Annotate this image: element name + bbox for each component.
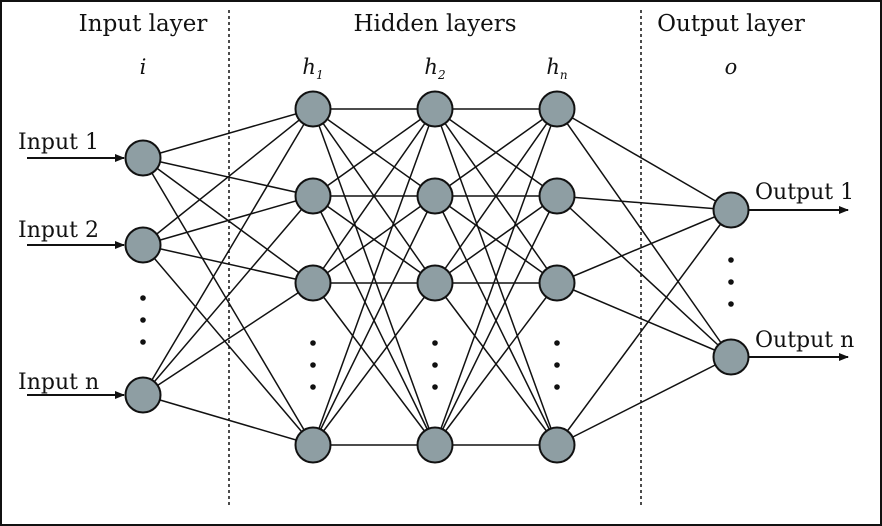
- hidden-layers-title: Hidden layers: [353, 11, 516, 37]
- output-1-label: Output 1: [755, 180, 854, 205]
- edge-hidden-2-4-to-hidden-n-1: [434, 108, 558, 446]
- output-node-1: [712, 191, 750, 229]
- hidden-n-node-2: [538, 177, 576, 215]
- edge-hidden-n-4-to-output-1: [556, 209, 732, 446]
- edge-hidden-2-4-to-hidden-n-3: [434, 282, 558, 446]
- input-node-3: [124, 376, 162, 414]
- hidden-n-node-1: [538, 90, 576, 128]
- input-node-2: [124, 226, 162, 264]
- hidden-1-ellipsis: [310, 340, 316, 390]
- edge-input-3-to-hidden-1-1: [142, 108, 314, 396]
- output-ellipsis: [728, 257, 734, 307]
- network-nodes: [124, 90, 750, 464]
- edge-hidden-n-1-to-output-2: [556, 108, 732, 358]
- edge-hidden-n-1-to-output-1: [556, 108, 732, 211]
- edge-input-2-to-hidden-1-2: [142, 195, 314, 246]
- hidden-2-node-2: [416, 177, 454, 215]
- edge-input-3-to-hidden-1-4: [142, 394, 314, 446]
- edge-hidden-1-2-to-hidden-2-1: [312, 108, 436, 197]
- edge-hidden-1-4-to-hidden-2-3: [312, 282, 436, 446]
- input-1-label: Input 1: [18, 130, 99, 155]
- input-layer-symbol: i: [140, 55, 147, 79]
- hidden-n-node-3: [538, 264, 576, 302]
- output-node-2: [712, 338, 750, 376]
- edge-input-2-to-hidden-1-1: [142, 108, 314, 246]
- output-layer-symbol: o: [725, 55, 738, 79]
- input-layer-title: Input layer: [79, 11, 208, 37]
- connection-edges: [142, 108, 732, 446]
- input-2-label: Input 2: [18, 218, 99, 243]
- edge-hidden-2-3-to-hidden-n-2: [434, 195, 558, 284]
- edge-hidden-1-3-to-hidden-2-2: [312, 195, 436, 284]
- edge-hidden-n-3-to-output-2: [556, 282, 732, 358]
- edge-hidden-n-2-to-output-2: [556, 195, 732, 358]
- hidden-1-node-4: [294, 426, 332, 464]
- input-ellipsis: [140, 295, 146, 345]
- edge-hidden-1-4-to-hidden-2-2: [312, 195, 436, 446]
- hidden-1-node-1: [294, 90, 332, 128]
- input-node-1: [124, 139, 162, 177]
- hidden-1-node-2: [294, 177, 332, 215]
- output-layer-title: Output layer: [657, 11, 805, 37]
- hidden-layer-2-symbol: h2: [424, 55, 445, 82]
- edge-input-3-to-hidden-1-2: [142, 195, 314, 396]
- hidden-1-node-3: [294, 264, 332, 302]
- edge-hidden-n-4-to-output-2: [556, 356, 732, 446]
- hidden-layer-n-symbol: hn: [546, 55, 567, 82]
- hidden-2-node-4: [416, 426, 454, 464]
- output-n-label: Output n: [755, 328, 854, 353]
- hidden-n-node-4: [538, 426, 576, 464]
- edge-hidden-n-2-to-output-1: [556, 195, 732, 211]
- hidden-2-node-1: [416, 90, 454, 128]
- edge-input-2-to-hidden-1-3: [142, 244, 314, 284]
- edge-hidden-1-4-to-hidden-2-1: [312, 108, 436, 446]
- edge-hidden-2-4-to-hidden-n-2: [434, 195, 558, 446]
- edge-hidden-2-3-to-hidden-n-1: [434, 108, 558, 284]
- edge-input-3-to-hidden-1-3: [142, 282, 314, 396]
- hidden-2-node-3: [416, 264, 454, 302]
- hidden-layer-1-symbol: h1: [302, 55, 323, 82]
- hidden-n-ellipsis: [554, 340, 560, 390]
- edge-input-1-to-hidden-1-1: [142, 108, 314, 159]
- edge-hidden-2-2-to-hidden-n-1: [434, 108, 558, 197]
- hidden-2-ellipsis: [432, 340, 438, 390]
- edge-input-2-to-hidden-1-4: [142, 244, 314, 446]
- edge-hidden-n-3-to-output-1: [556, 209, 732, 284]
- input-n-label: Input n: [18, 370, 99, 395]
- edge-input-1-to-hidden-1-4: [142, 157, 314, 446]
- edge-hidden-1-3-to-hidden-2-1: [312, 108, 436, 284]
